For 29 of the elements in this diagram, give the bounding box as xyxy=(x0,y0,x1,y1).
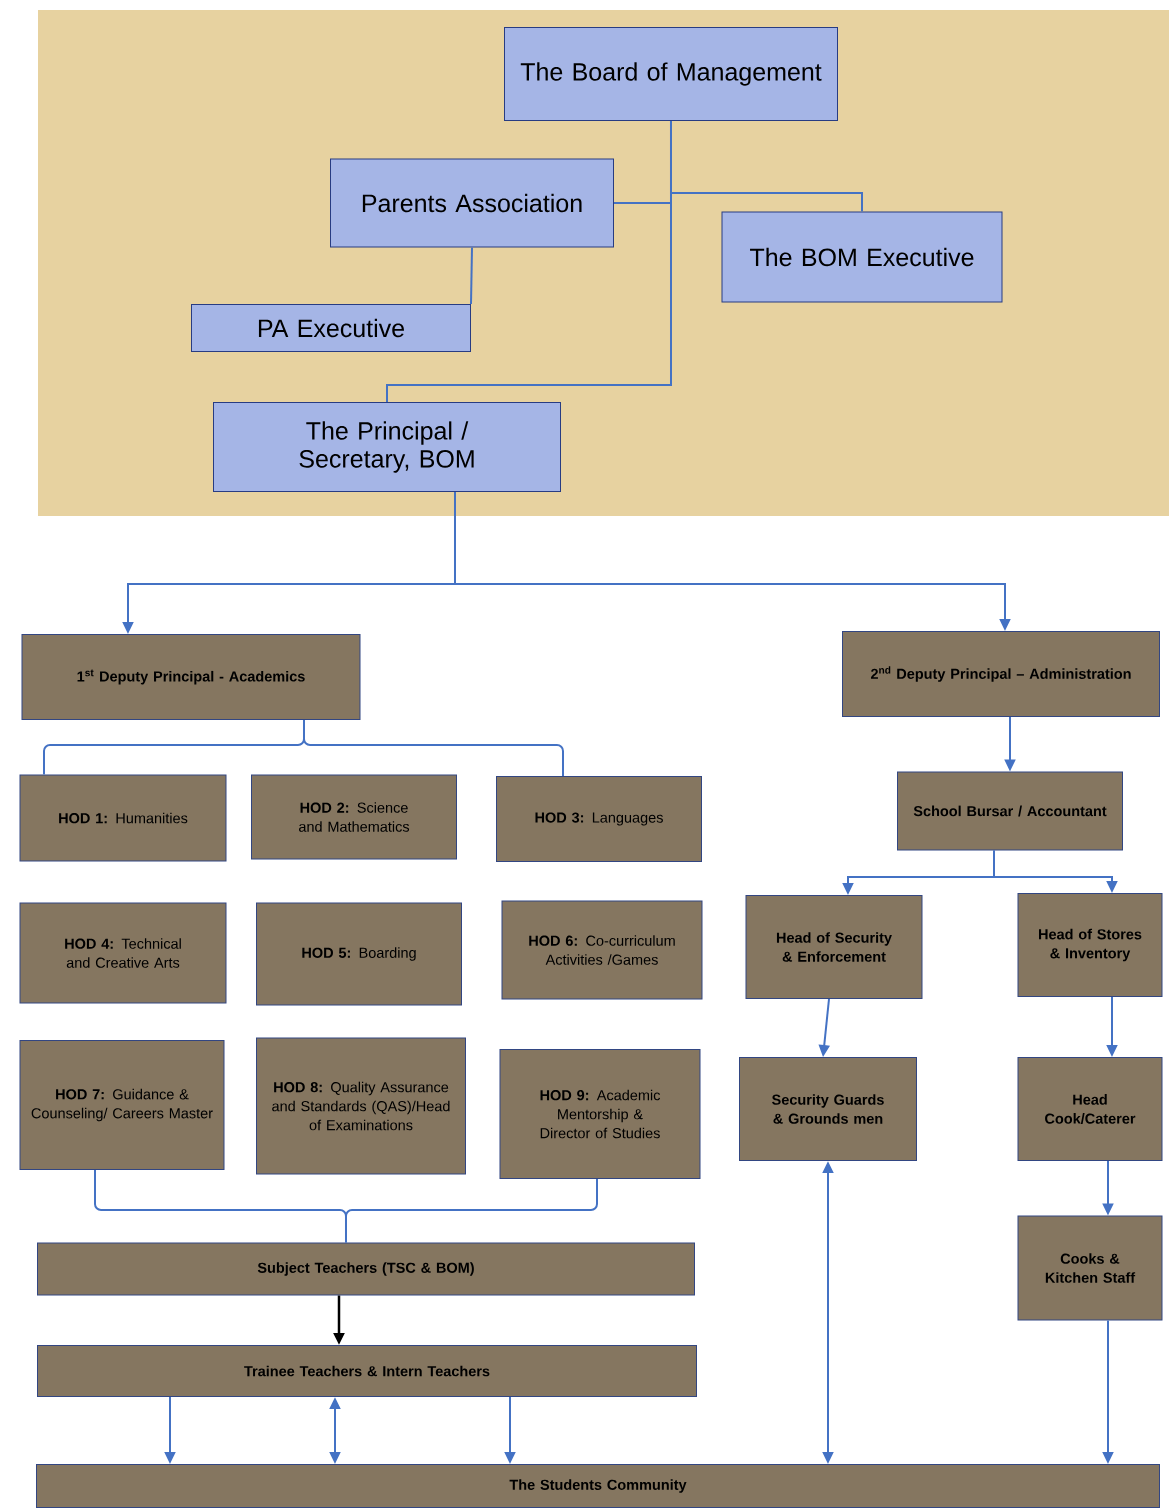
org-box: The Board of Management xyxy=(504,27,838,121)
org-box: HOD 5: Boarding xyxy=(256,902,462,1006)
org-box: HOD 3: Languages xyxy=(496,776,702,862)
connector-line xyxy=(470,246,473,305)
org-box: Parents Association xyxy=(330,158,614,248)
org-box: Security Guards & Grounds men xyxy=(739,1057,917,1161)
org-box: Head of Stores & Inventory xyxy=(1017,893,1163,997)
org-box: Subject Teachers (TSC & BOM) xyxy=(37,1242,695,1296)
org-box: Head Cook/Caterer xyxy=(1017,1057,1163,1161)
org-box: HOD 7: Guidance & Counseling/ Careers Master xyxy=(19,1040,225,1170)
org-box: The Students Community xyxy=(36,1464,1160,1508)
org-box: 2$^{nd}$ Deputy Principal – Administration xyxy=(842,631,1160,717)
org-box: HOD 1: Humanities xyxy=(19,774,227,862)
org-box: HOD 2: Science and Mathematics xyxy=(251,774,457,860)
connector-line xyxy=(386,120,672,403)
org-box: Cooks & Kitchen Staff xyxy=(1017,1215,1163,1321)
org-box: HOD 8: Quality Assurance and Standards (QAS)/Head of Examinations xyxy=(256,1037,466,1175)
connector-line xyxy=(303,719,564,777)
org-box: HOD 9: Academic Mentorship & Director of Studies xyxy=(499,1049,701,1179)
org-box: The Principal / Secretary, BOM xyxy=(213,402,561,492)
org-box: Trainee Teachers & Intern Teachers xyxy=(37,1345,697,1397)
org-box: The BOM Executive xyxy=(721,211,1003,303)
org-box: School Bursar / Accountant xyxy=(897,771,1123,851)
org-box: 1$^{st}$ Deputy Principal - Academics xyxy=(21,634,361,720)
connector-line xyxy=(345,1178,598,1244)
org-box: PA Executive xyxy=(191,304,471,352)
org-box: HOD 6: Co-curriculum Activities /Games xyxy=(501,900,703,1000)
org-box: HOD 4: Technical and Creative Arts xyxy=(19,902,227,1004)
org-box: Head of Security & Enforcement xyxy=(745,895,923,999)
